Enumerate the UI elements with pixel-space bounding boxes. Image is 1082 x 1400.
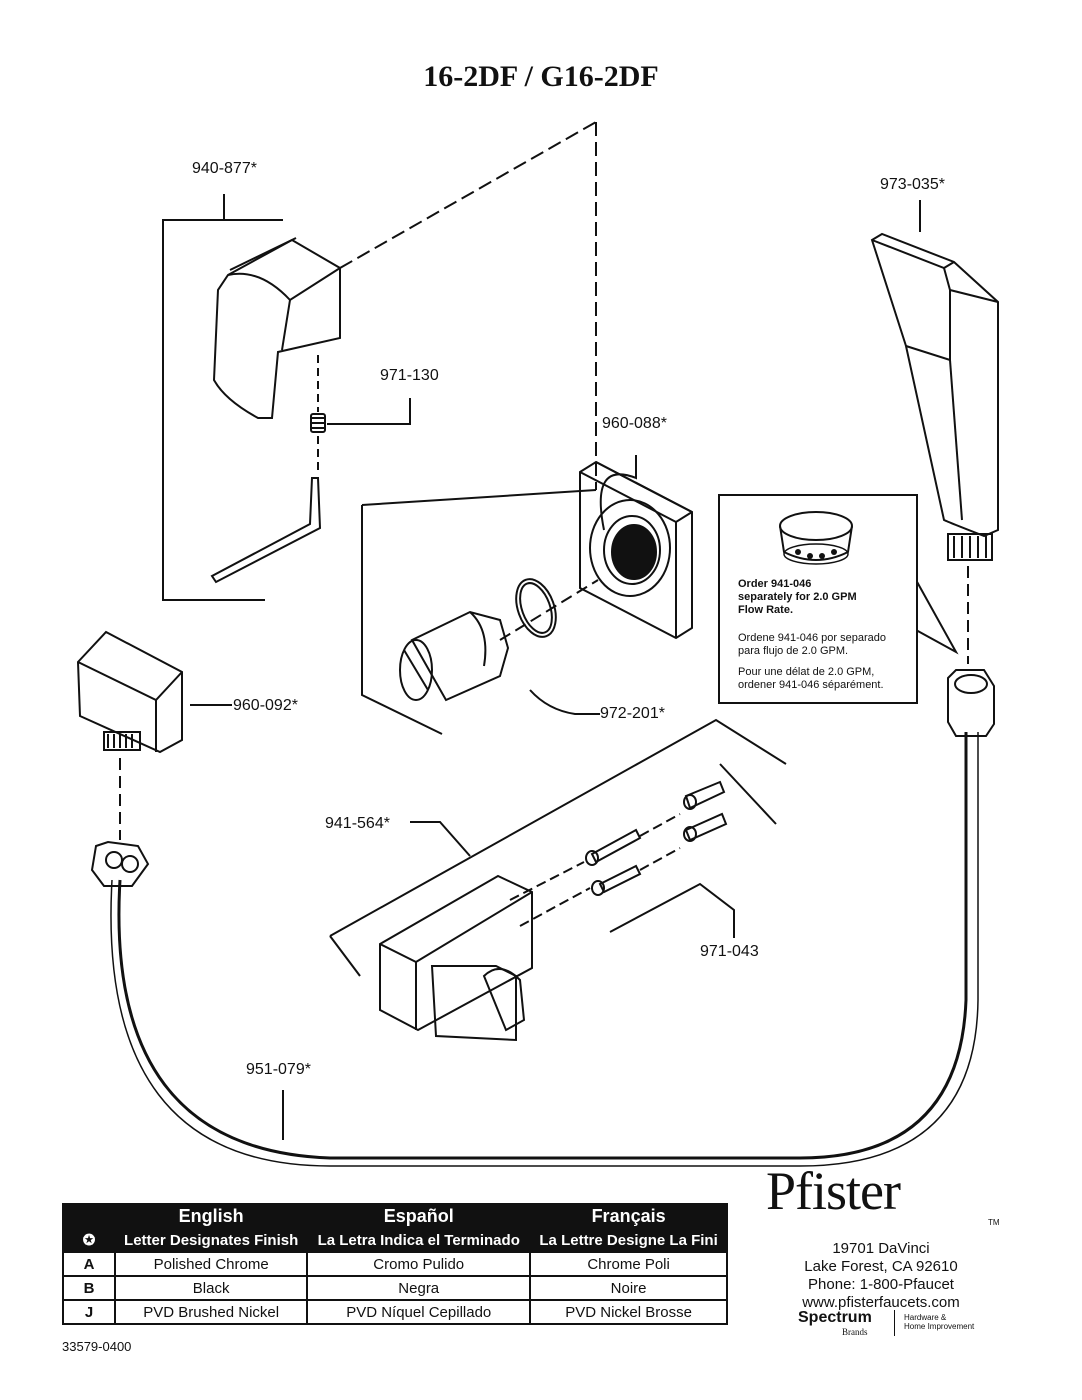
callout-screws: 971-043 [700,943,759,960]
divider [894,1310,895,1336]
callout-hose: 951-079* [246,1061,311,1078]
finish-es: Negra [306,1275,532,1301]
adapter-part [399,610,510,702]
finish-table-corner [62,1203,116,1229]
finish-fr: Chrome Poli [529,1251,728,1277]
callout-escutcheon: 960-088* [602,415,667,432]
hose-part [90,669,995,1167]
handle-part [212,237,341,419]
finish-fr: PVD Nickel Brosse [529,1299,728,1325]
subheader-spanish: La Letra Indica el Terminado [306,1227,532,1253]
subheader-french: La Lettre Designe La Fini [529,1227,728,1253]
o-ring-part [515,578,557,638]
callout-elbow: 960-092* [233,697,298,714]
website: www.pfisterfaucets.com [802,1294,960,1311]
address-line-2: Lake Forest, CA 92610 [804,1258,958,1275]
finish-en: Black [113,1275,309,1301]
finish-letter: J [62,1299,116,1325]
callout-bracket: 941-564* [325,815,390,832]
hex-key-part [210,477,322,584]
callout-adapter: 972-201* [600,705,665,722]
bracket-part [379,874,533,1042]
finish-table: English Español Français ✪ Letter Design… [62,1203,728,1325]
finish-letter: A [62,1251,116,1277]
elbow-part [76,630,183,754]
parent-brand-tagline: Hardware &Home Improvement [904,1313,975,1331]
parent-brand-logo: Spectrum [798,1309,872,1326]
callout-hand-shower: 973-035* [880,176,945,193]
phone: Phone: 1-800-Pfaucet [808,1276,954,1293]
table-row: B Black Negra Noire [62,1275,728,1301]
address-line-1: 19701 DaVinci [832,1240,930,1257]
note-french: Pour une délat de 2.0 GPM,ordener 941-04… [738,666,884,691]
trademark: TM [988,1218,1000,1227]
finish-letter: B [62,1275,116,1301]
document-number: 33579-0400 [62,1339,132,1354]
finish-es: Cromo Pulido [306,1251,532,1277]
table-row: J PVD Brushed Nickel PVD Níquel Cepillad… [62,1299,728,1325]
hand-shower-part [870,232,999,561]
finish-en: Polished Chrome [113,1251,309,1277]
table-row: A Polished Chrome Cromo Pulido Chrome Po… [62,1251,728,1277]
star-icon: ✪ [62,1227,116,1253]
escutcheon-part [579,460,693,640]
header-english: English [113,1203,309,1229]
header-spanish: Español [306,1203,532,1229]
callout-handle: 940-877* [192,160,257,177]
subheader-english: Letter Designates Finish [113,1227,309,1253]
flow-restrictor-icon [779,511,853,565]
finish-fr: Noire [529,1275,728,1301]
brand-logo: Pfister [766,1161,901,1221]
parent-brand-sub: Brands [842,1327,868,1337]
callout-set-screw: 971-130 [380,367,439,384]
finish-es: PVD Níquel Cepillado [306,1299,532,1325]
page-title: 16-2DF / G16-2DF [423,60,659,93]
screws-part [585,780,728,896]
handle-bracket-line [162,194,265,601]
header-french: Français [529,1203,728,1229]
finish-en: PVD Brushed Nickel [113,1299,309,1325]
